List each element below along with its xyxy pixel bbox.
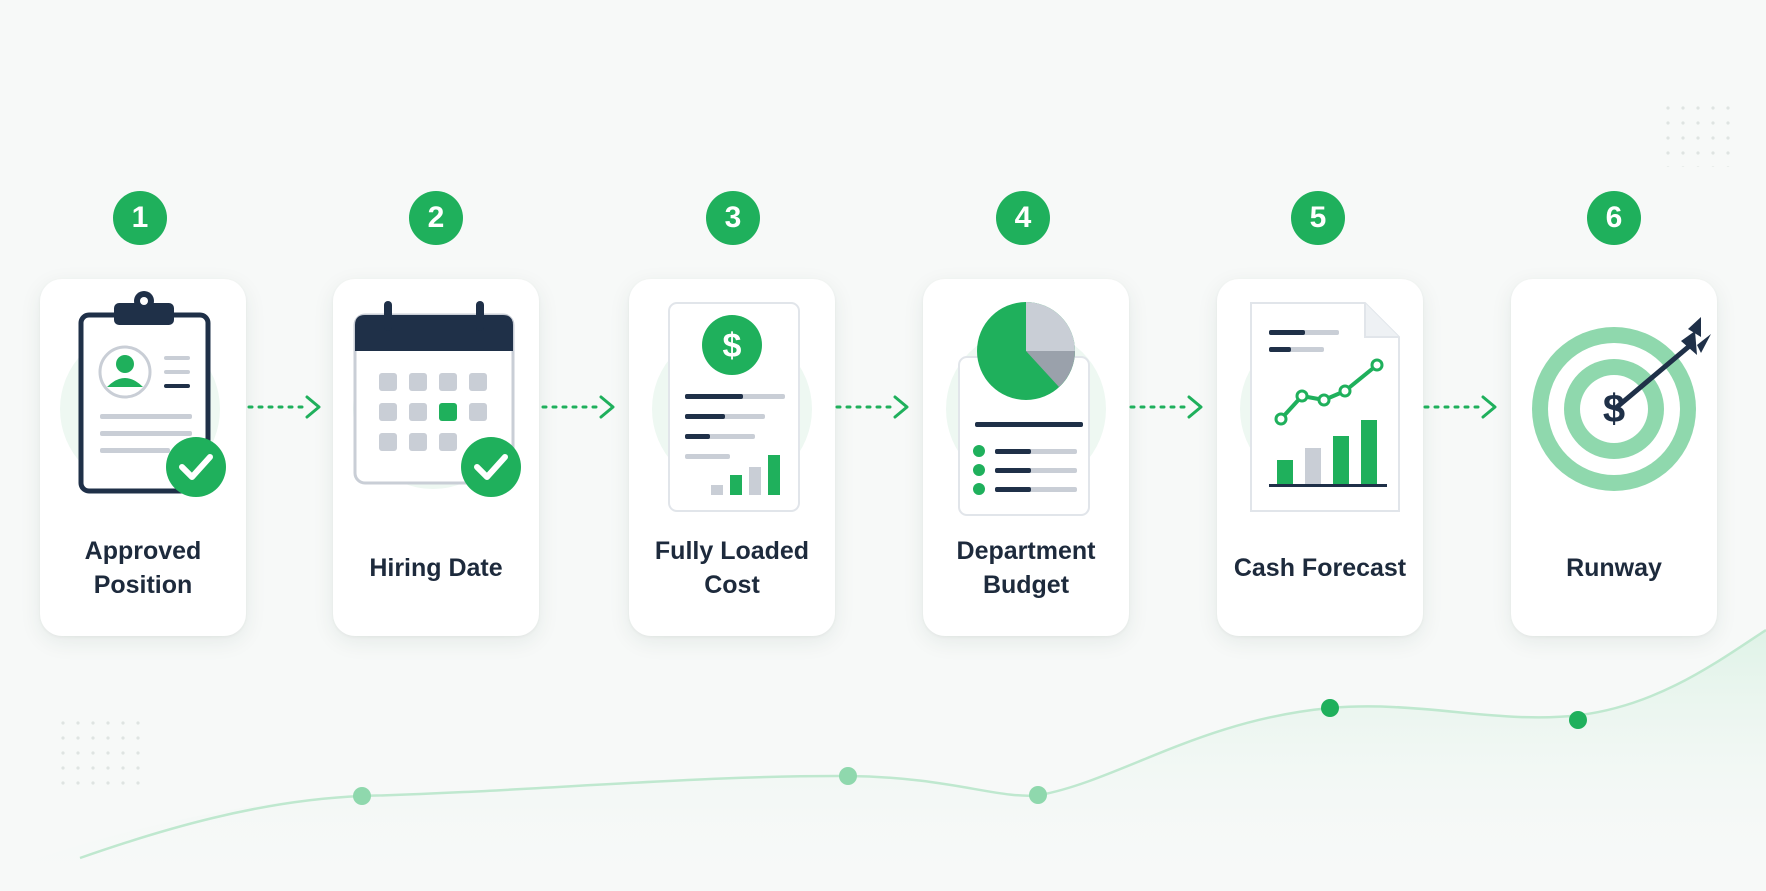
step-label: Fully Loaded Cost [654,537,810,599]
forecast-chart-icon [1240,302,1400,512]
dot-grid-decoration [55,712,150,792]
calendar-check-icon [353,301,521,497]
step-card-department-budget: Department Budget [923,279,1129,636]
step-card-fully-loaded-cost: $ Fully Loaded Cost [629,279,835,636]
target-dollar-icon: $ [1532,317,1711,491]
dollar-report-icon: $ [652,302,812,512]
step-card-approved-position: Approved Position [40,279,246,636]
connector-arrow [1129,395,1203,419]
step-number-5: 5 [1291,191,1345,245]
wave-dot [1029,786,1047,804]
svg-text:$: $ [1603,387,1625,431]
wave-dot [839,767,857,785]
wave-dot [1569,711,1587,729]
connector-arrow [835,395,909,419]
step-label: Approved Position [84,537,202,599]
connector-arrow [247,395,321,419]
connector-arrow [1423,395,1497,419]
wave-dot [353,787,371,805]
step-label: Hiring Date [369,554,503,583]
connector-arrow [541,395,615,419]
step-label: Cash Forecast [1233,554,1407,583]
step-card-runway: $ Runway [1511,279,1717,636]
svg-text:$: $ [723,327,742,365]
step-number-1: 1 [113,191,167,245]
step-number-3: 3 [706,191,760,245]
pie-chart-report-icon [946,302,1106,516]
step-label: Runway [1566,554,1662,583]
step-card-cash-forecast: Cash Forecast [1217,279,1423,636]
dot-grid-decoration [1655,102,1735,167]
step-label: Department Budget [956,537,1096,599]
step-card-hiring-date: Hiring Date [333,279,539,636]
step-number-6: 6 [1587,191,1641,245]
wave-area [0,630,1766,891]
clipboard-check-icon [60,291,226,497]
step-number-2: 2 [409,191,463,245]
step-number-4: 4 [996,191,1050,245]
wave-dot [1321,699,1339,717]
